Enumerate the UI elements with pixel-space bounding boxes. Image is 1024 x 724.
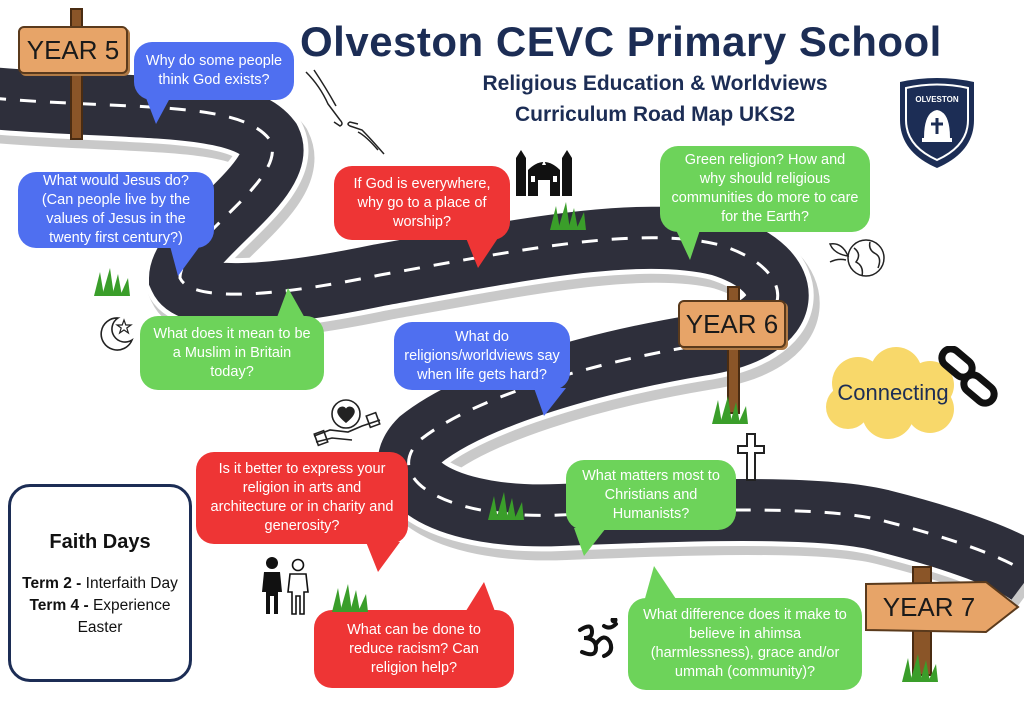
subtitle-line-2: Curriculum Road Map UKS2 xyxy=(514,103,796,126)
bubble-jesus: What would Jesus do? (Can people live by… xyxy=(18,172,214,248)
crest-text: OLVESTON xyxy=(915,95,958,104)
crescent-star-icon xyxy=(98,314,136,352)
connecting-cloud: Connecting xyxy=(818,345,968,441)
om-icon xyxy=(574,618,622,660)
handshake-heart-icon xyxy=(312,396,384,448)
bubble-green-religion: Green religion? How and why should relig… xyxy=(660,146,870,232)
year6-sign: YEAR 6 xyxy=(678,300,786,348)
faith-days-box: Faith Days Term 2 - Interfaith Day Term … xyxy=(8,484,192,682)
bubble-place-of-worship: If God is everywhere, why go to a place … xyxy=(334,166,510,240)
bubble-tail xyxy=(534,388,566,416)
mosque-icon xyxy=(514,148,574,196)
faith-days-term2: Term 2 - Interfaith Day xyxy=(22,575,178,592)
grass-icon xyxy=(92,268,132,296)
school-crest-icon: OLVESTON xyxy=(896,76,978,170)
grass-icon xyxy=(486,492,526,520)
grass-icon xyxy=(710,396,750,424)
family-icon xyxy=(254,556,318,616)
bubble-tail xyxy=(676,230,700,260)
subtitle-line-1: Religious Education & Worldviews xyxy=(482,72,828,95)
bubble-god-exists: Why do some people think God exists? xyxy=(134,42,294,100)
grass-icon xyxy=(900,654,940,682)
bubble-tail xyxy=(276,288,306,320)
year7-sign: YEAR 7 xyxy=(864,580,1020,634)
bubble-tail xyxy=(466,238,498,268)
bubble-christians-humanists: What matters most to Christians and Huma… xyxy=(566,460,736,530)
cross-icon xyxy=(736,432,766,482)
bubble-tail xyxy=(464,582,496,614)
creation-hands-icon xyxy=(300,66,386,156)
grass-icon xyxy=(330,584,370,612)
bubble-tail xyxy=(644,566,678,602)
year5-sign: YEAR 5 xyxy=(18,26,128,74)
bubble-muslim-britain: What does it mean to be a Muslim in Brit… xyxy=(140,316,324,390)
bubble-tail xyxy=(574,528,606,556)
grass-icon xyxy=(548,202,588,230)
bubble-tail xyxy=(146,98,170,124)
page-subtitle: Religious Education & Worldviews Curricu… xyxy=(440,68,870,130)
faith-days-heading: Faith Days xyxy=(49,531,151,553)
chain-link-icon xyxy=(936,346,1002,408)
globe-leaf-icon xyxy=(826,236,888,280)
connecting-label: Connecting xyxy=(837,380,949,405)
bubble-ahimsa: What difference does it make to believe … xyxy=(628,598,862,690)
bubble-tail xyxy=(366,542,400,572)
faith-days-term4: Term 4 - Experience Easter xyxy=(29,597,171,636)
bubble-life-hard: What do religions/worldviews say when li… xyxy=(394,322,570,390)
bubble-tail xyxy=(170,246,200,276)
bubble-express-religion: Is it better to express your religion in… xyxy=(196,452,408,544)
year7-label: YEAR 7 xyxy=(882,591,976,622)
page-title: Olveston CEVC Primary School xyxy=(300,18,942,65)
bubble-racism: What can be done to reduce racism? Can r… xyxy=(314,610,514,688)
